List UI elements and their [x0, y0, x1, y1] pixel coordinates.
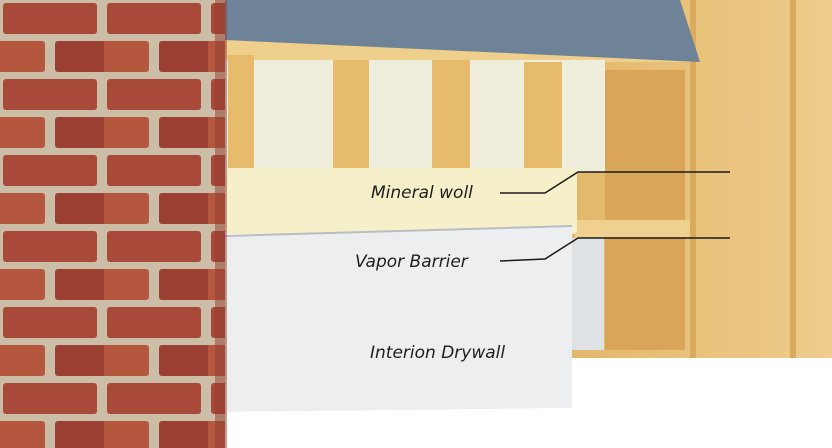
stud — [228, 55, 254, 175]
label-mineral-wool: Mineral woll — [371, 183, 473, 203]
mineral-wool-layer — [225, 168, 577, 234]
wood-panel — [690, 0, 696, 358]
roof-slate — [225, 0, 700, 62]
vapor-barrier-edge — [224, 225, 573, 237]
drywall-layer — [225, 226, 572, 412]
floor — [225, 358, 832, 448]
wood-panel — [790, 0, 796, 358]
stud — [524, 62, 562, 175]
stud — [333, 60, 369, 175]
mineral-wool-leader — [500, 171, 730, 194]
wood-cavity — [605, 238, 685, 350]
label-vapor-barrier: Vapor Barrier — [355, 252, 468, 272]
drywall-side — [572, 238, 604, 350]
brick-wall — [0, 0, 225, 448]
wood-shelf — [575, 220, 690, 238]
wood-cavity — [605, 70, 685, 220]
brick-wall-edge — [215, 0, 227, 448]
stud — [432, 60, 470, 175]
label-interior-drywall: Interion Drywall — [370, 343, 506, 363]
vapor-barrier-leader — [499, 237, 730, 262]
